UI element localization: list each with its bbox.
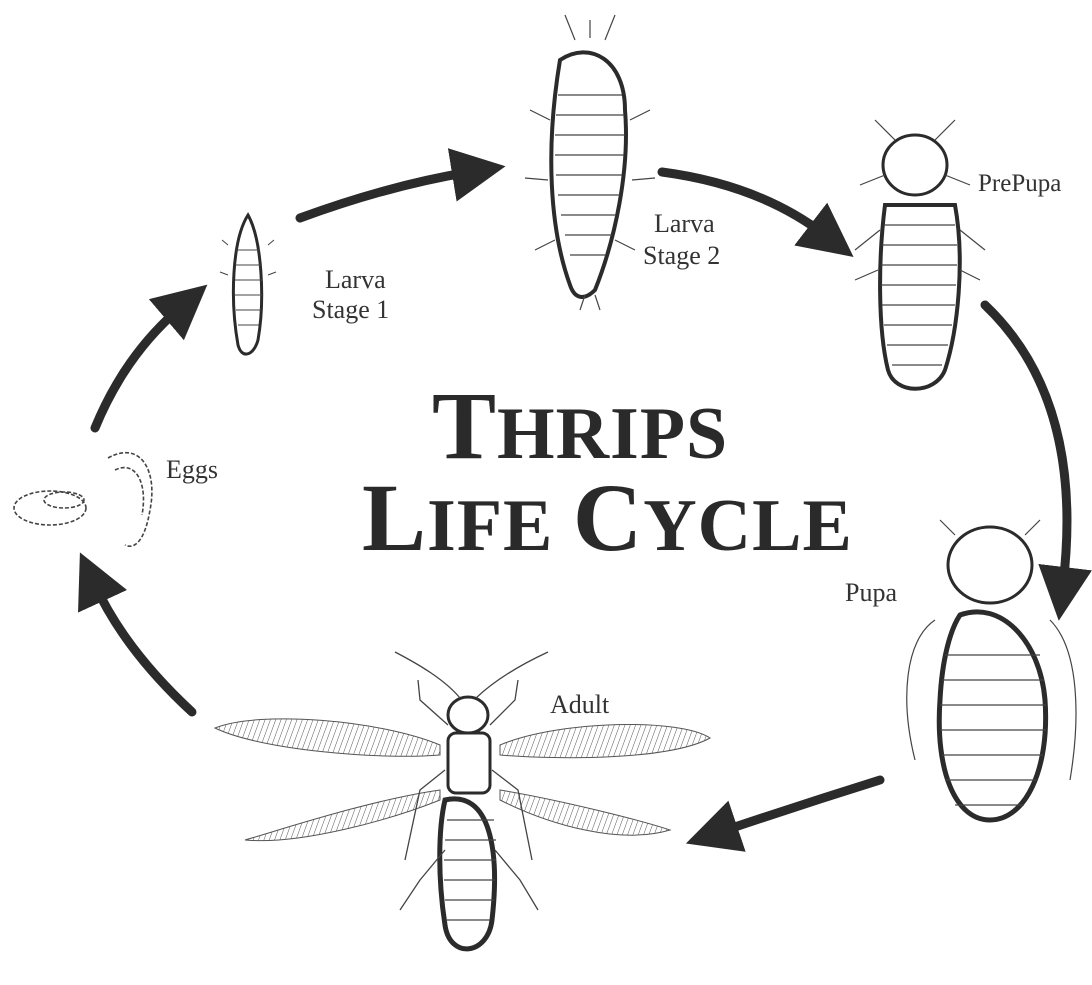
- label-eggs: Eggs: [166, 456, 218, 484]
- title-rest-ycle: YCLE: [643, 485, 853, 567]
- arrow-adult-to-eggs: [95, 585, 192, 712]
- title-initial-l: L: [362, 464, 427, 571]
- label-larva2-line2: Stage 2: [643, 242, 720, 270]
- label-larva1-line1: Larva: [325, 266, 386, 294]
- label-pupa: Pupa: [845, 579, 897, 607]
- diagram-subtitle: LIFE CYCLE: [362, 462, 853, 573]
- label-larva1-line2: Stage 1: [312, 296, 389, 324]
- arrow-pupa-to-adult: [720, 780, 880, 832]
- label-larva2-line1: Larva: [654, 210, 715, 238]
- pupa-illustration: [907, 520, 1076, 820]
- arrow-eggs-to-larva1: [95, 308, 180, 428]
- adult-illustration: [215, 652, 710, 949]
- arrow-larva1-to-larva2: [300, 172, 470, 218]
- title-rest-ife: IFE: [427, 485, 573, 567]
- label-prepupa: PrePupa: [978, 170, 1061, 198]
- larva-stage2-illustration: [525, 15, 655, 310]
- label-adult: Adult: [550, 691, 609, 719]
- larva-stage1-illustration: [220, 215, 276, 354]
- prepupa-illustration: [855, 120, 985, 389]
- eggs-illustration: [14, 453, 152, 547]
- title-initial-c: C: [573, 464, 643, 571]
